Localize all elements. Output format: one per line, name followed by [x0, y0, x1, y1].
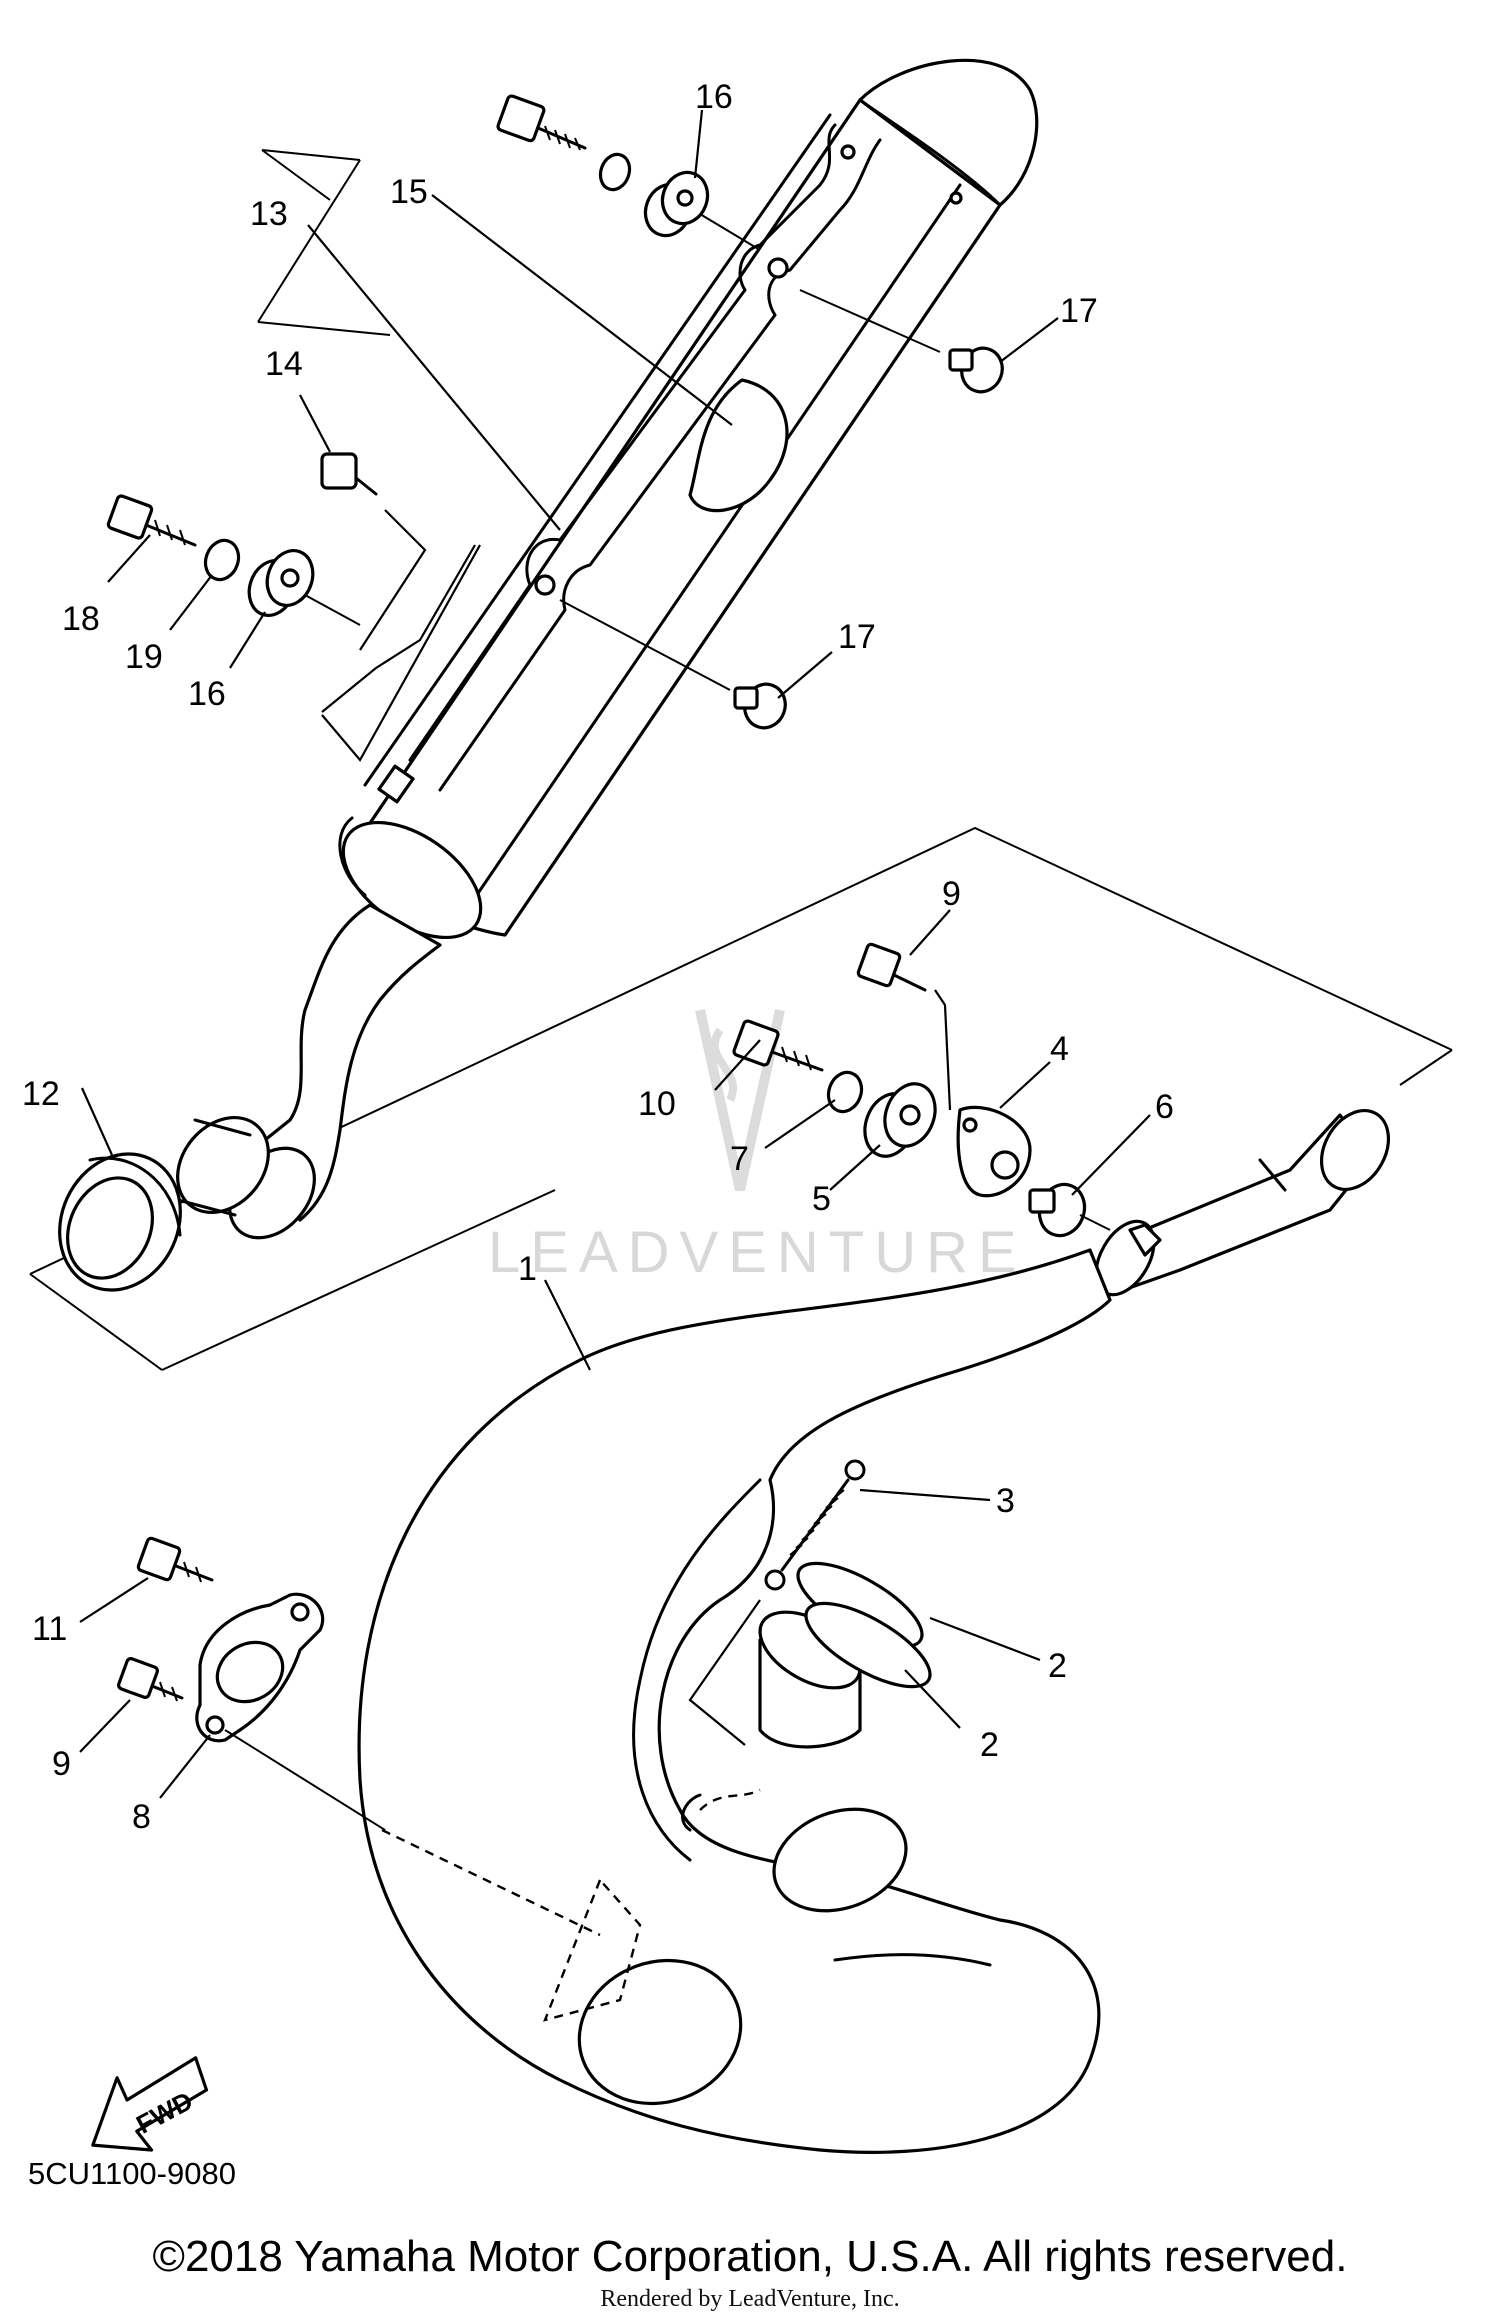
callout-16-top: 16 [695, 78, 733, 116]
callout-11: 11 [32, 1610, 67, 1648]
callout-2-lower: 2 [980, 1726, 999, 1764]
header-pipe-expansion-chamber [357, 1109, 1391, 2154]
callout-leaders [79, 109, 1151, 1799]
washer-19 [203, 538, 241, 582]
callout-17-lower: 17 [838, 618, 876, 656]
callout-numbers: 16 15 13 14 17 18 19 16 17 12 9 4 6 10 7… [22, 78, 1174, 1836]
callout-8: 8 [132, 1798, 151, 1836]
callout-18: 18 [62, 600, 100, 638]
callout-1: 1 [518, 1250, 537, 1288]
callout-19: 19 [125, 638, 163, 676]
collar-17-upper [948, 346, 1004, 394]
bolt-14 [320, 452, 378, 496]
callout-4: 4 [1050, 1030, 1069, 1068]
callout-7: 7 [730, 1140, 749, 1178]
callout-3: 3 [996, 1482, 1015, 1520]
callout-14: 14 [265, 345, 303, 383]
diagram-code: 5CU1100-9080 [28, 2156, 236, 2191]
callout-13: 13 [250, 195, 288, 233]
muffler-assembly-frame [257, 149, 481, 762]
top-grommet-16 [643, 170, 710, 238]
top-bolt [496, 94, 587, 151]
callout-5: 5 [812, 1180, 831, 1218]
watermark-text: LEADVENTURE [488, 1220, 1027, 1285]
callout-9-lower: 9 [52, 1745, 71, 1783]
lower-mount-hole [534, 574, 556, 596]
callout-15: 15 [390, 173, 428, 211]
part-12-seal [58, 1152, 182, 1292]
flange-plate-8 [195, 1592, 325, 1743]
callout-12: 12 [22, 1075, 60, 1113]
bolt-11 [136, 1536, 214, 1583]
muffler-hardware [106, 94, 1004, 730]
part-2-o-rings [796, 1561, 932, 1689]
collar-17-lower [733, 682, 787, 730]
part-3-spring [764, 1459, 866, 1591]
rendered-by-credit: Rendered by LeadVenture, Inc. [600, 2286, 900, 2312]
washer-7 [826, 1070, 864, 1114]
header-assembly-frame [29, 826, 1453, 1371]
copyright-notice: ©2018 Yamaha Motor Corporation, U.S.A. A… [152, 2232, 1348, 2281]
leadventure-watermark-logo: LEADVENTURE [488, 1008, 1027, 1285]
fwd-direction-arrow: FWD [91, 2056, 209, 2152]
collar-6 [1028, 1182, 1087, 1238]
callout-10: 10 [638, 1085, 676, 1123]
callout-17-upper: 17 [1060, 292, 1098, 330]
callout-16-lower: 16 [188, 675, 226, 713]
callout-9-upper: 9 [942, 875, 961, 913]
bracket-4 [956, 1105, 1032, 1198]
bolt-9-lower [117, 1657, 184, 1702]
muffler-silencer [176, 58, 1039, 1240]
upper-mount-hole [767, 257, 789, 279]
grommet-5 [863, 1082, 937, 1158]
top-washer [598, 152, 632, 192]
bolt-18 [106, 494, 197, 547]
callout-6: 6 [1155, 1088, 1174, 1126]
bolt-9-upper [856, 942, 927, 992]
callout-2-upper: 2 [1048, 1647, 1067, 1685]
lower-grommet-16 [247, 549, 315, 617]
